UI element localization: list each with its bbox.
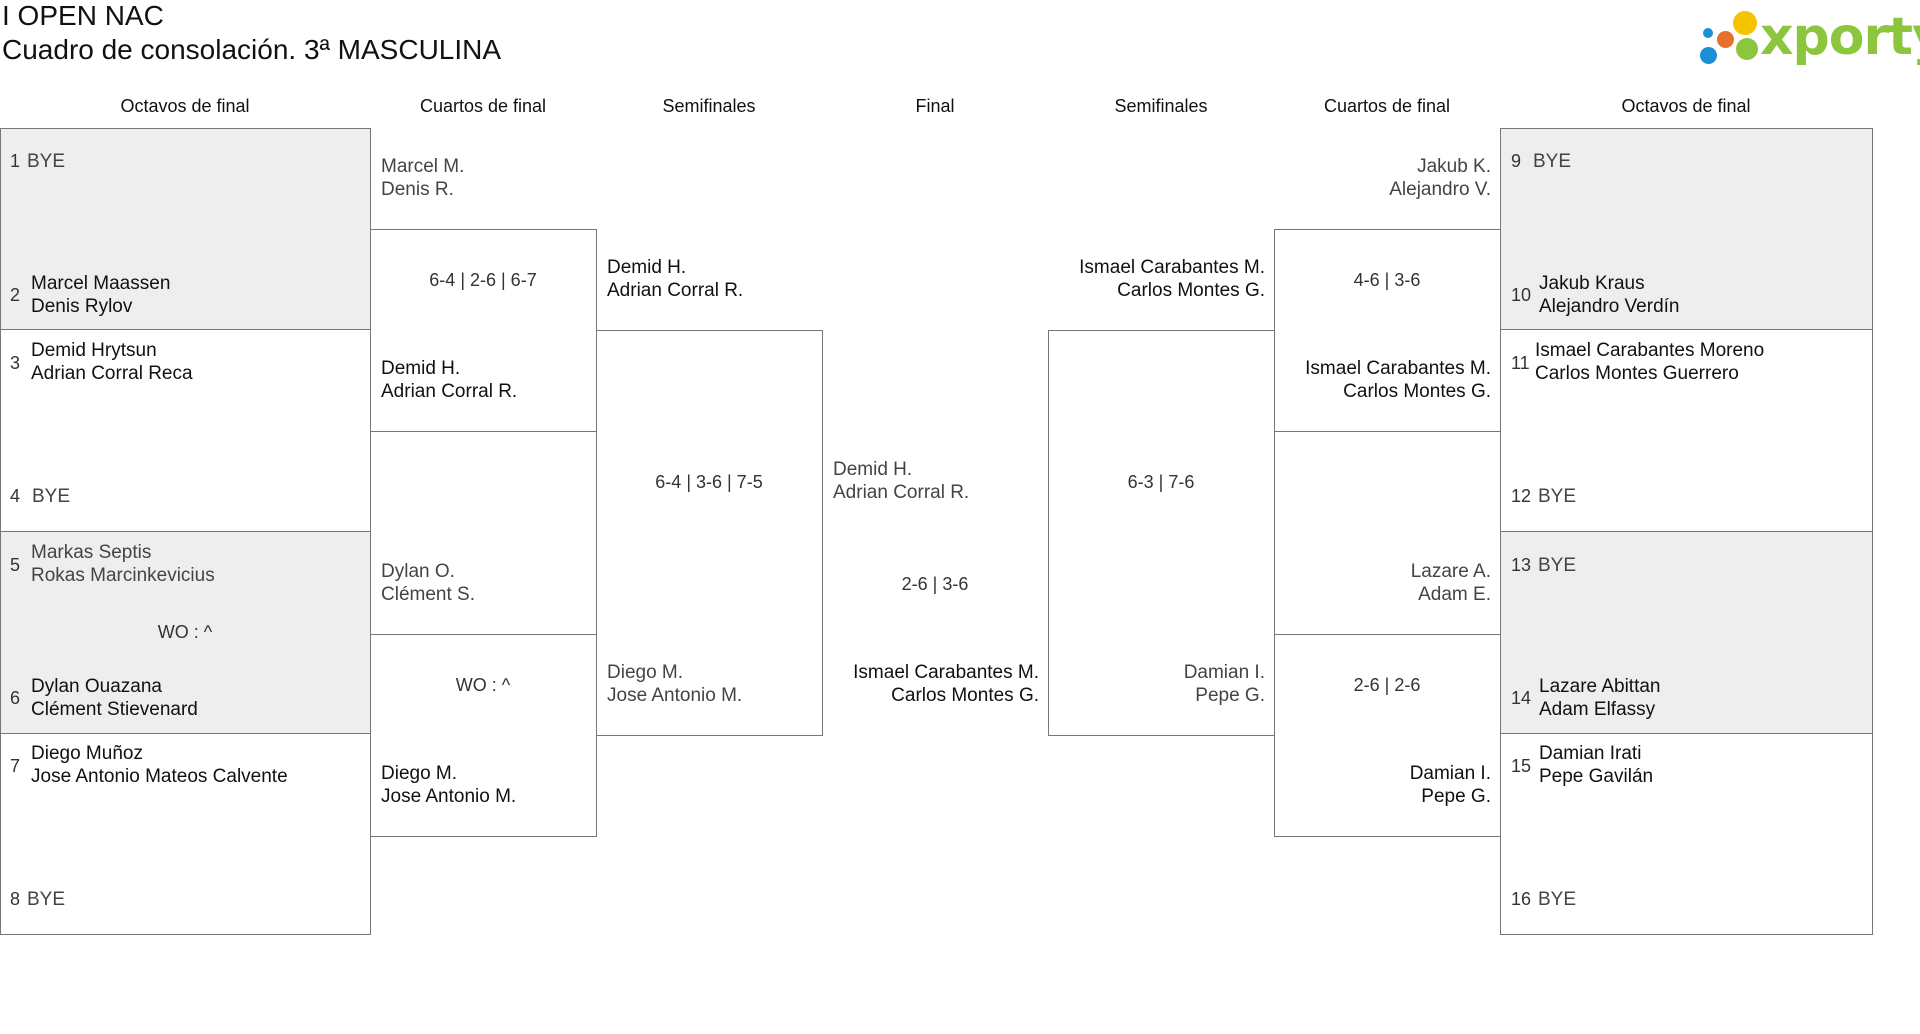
player-name: Jose Antonio M. bbox=[607, 685, 743, 706]
seed-number: 15 bbox=[1511, 756, 1532, 776]
player-name: Ismael Carabantes M. bbox=[853, 662, 1039, 683]
player-name: Clément S. bbox=[381, 584, 475, 605]
player-name: Diego Muñoz bbox=[31, 743, 143, 764]
player-name: BYE bbox=[1538, 889, 1577, 910]
seed-number: 14 bbox=[1511, 688, 1532, 708]
round-header-sf-right: Semifinales bbox=[1114, 96, 1208, 116]
logo-text: xporty bbox=[1760, 7, 1920, 67]
logo-dot-yellow bbox=[1733, 11, 1757, 35]
player-name: Carlos Montes G. bbox=[1343, 381, 1491, 402]
logo-dot-blue-small bbox=[1703, 28, 1713, 38]
player-name: Ismael Carabantes Moreno bbox=[1535, 340, 1765, 361]
round-header-qf-left: Cuartos de final bbox=[419, 96, 547, 116]
seed-number: 3 bbox=[10, 353, 21, 373]
player-name: Dylan Ouazana bbox=[31, 676, 162, 697]
seed-number: 1 bbox=[10, 151, 21, 171]
player-name: Carlos Montes Guerrero bbox=[1535, 363, 1739, 384]
seed-number: 7 bbox=[10, 756, 21, 776]
seed-number: 5 bbox=[10, 555, 21, 575]
player-name: Ismael Carabantes M. bbox=[1079, 257, 1265, 278]
match-score: 6-3 | 7-6 bbox=[1127, 472, 1195, 492]
player-name: Denis R. bbox=[381, 179, 454, 200]
sf-match-right[interactable] bbox=[1048, 330, 1275, 736]
seed-number: 10 bbox=[1511, 285, 1532, 305]
player-name: Adam E. bbox=[1418, 584, 1491, 605]
seed-number: 13 bbox=[1511, 555, 1532, 575]
player-name: Adrian Corral R. bbox=[381, 381, 518, 402]
round-header-final: Final bbox=[915, 96, 955, 116]
round-header-r16-right: Octavos de final bbox=[1621, 96, 1751, 116]
player-name: Marcel M. bbox=[381, 156, 465, 177]
player-name: Pepe G. bbox=[1421, 786, 1491, 807]
player-name: Pepe G. bbox=[1195, 685, 1265, 706]
player-name: Clément Stievenard bbox=[31, 699, 198, 720]
final-score: 2-6 | 3-6 bbox=[901, 574, 969, 594]
player-name: Damian Irati bbox=[1539, 743, 1642, 764]
player-name: Jose Antonio M. bbox=[381, 786, 517, 807]
player-name: BYE bbox=[1538, 555, 1577, 576]
seed-number: 6 bbox=[10, 688, 21, 708]
match-score: 6-4 | 3-6 | 7-5 bbox=[655, 472, 763, 492]
match-score: 2-6 | 2-6 bbox=[1353, 675, 1421, 695]
tournament-title: I OPEN NAC bbox=[2, 0, 164, 31]
player-name: Pepe Gavilán bbox=[1539, 766, 1654, 787]
match-score: 4-6 | 3-6 bbox=[1353, 270, 1421, 290]
round-header-qf-right: Cuartos de final bbox=[1323, 96, 1451, 116]
seed-number: 12 bbox=[1511, 486, 1532, 506]
player-name: BYE bbox=[27, 151, 66, 172]
seed-number: 9 bbox=[1511, 151, 1522, 171]
player-name: BYE bbox=[1533, 151, 1572, 172]
match-score: WO : ^ bbox=[157, 622, 213, 642]
seed-number: 11 bbox=[1511, 353, 1530, 373]
r16-match-5[interactable] bbox=[1500, 128, 1873, 330]
round-header-r16-left: Octavos de final bbox=[120, 96, 250, 116]
player-name: BYE bbox=[1538, 486, 1577, 507]
player-name: BYE bbox=[32, 486, 71, 507]
logo-dot-blue bbox=[1700, 47, 1717, 64]
match-score: 6-4 | 2-6 | 6-7 bbox=[429, 270, 537, 290]
player-name: Marcel Maassen bbox=[31, 273, 171, 294]
xporty-logo[interactable]: xporty bbox=[1700, 5, 1920, 71]
player-name: Alejandro Verdín bbox=[1539, 296, 1680, 317]
player-name: Adam Elfassy bbox=[1539, 699, 1656, 720]
player-name: Demid Hrytsun bbox=[31, 340, 157, 361]
match-score: WO : ^ bbox=[455, 675, 511, 695]
player-name: BYE bbox=[27, 889, 66, 910]
r16-match-3[interactable] bbox=[0, 531, 371, 734]
player-name: Diego M. bbox=[607, 662, 684, 683]
player-name: Adrian Corral R. bbox=[833, 482, 970, 503]
seed-number: 2 bbox=[10, 285, 21, 305]
logo-dot-green bbox=[1736, 38, 1758, 60]
player-name: Carlos Montes G. bbox=[891, 685, 1039, 706]
player-name: Ismael Carabantes M. bbox=[1305, 358, 1491, 379]
seed-number: 16 bbox=[1511, 889, 1532, 909]
player-name: Demid H. bbox=[607, 257, 687, 278]
draw-subtitle: Cuadro de consolación. 3ª MASCULINA bbox=[2, 34, 502, 65]
player-name: Jose Antonio Mateos Calvente bbox=[31, 766, 288, 787]
seed-number: 8 bbox=[10, 889, 21, 909]
player-name: Carlos Montes G. bbox=[1117, 280, 1265, 301]
seed-number: 4 bbox=[10, 486, 21, 506]
player-name: Lazare A. bbox=[1410, 561, 1491, 582]
sf-match-left[interactable] bbox=[596, 330, 823, 736]
player-name: Adrian Corral R. bbox=[607, 280, 744, 301]
player-name: Rokas Marcinkevicius bbox=[31, 565, 215, 586]
player-name: Jakub Kraus bbox=[1539, 273, 1645, 294]
round-header-sf-left: Semifinales bbox=[662, 96, 756, 116]
player-name: Damian I. bbox=[1409, 763, 1491, 784]
r16-match-1[interactable] bbox=[0, 128, 371, 330]
r16-match-8[interactable] bbox=[1500, 733, 1873, 935]
player-name: Diego M. bbox=[381, 763, 458, 784]
player-name: Damian I. bbox=[1183, 662, 1265, 683]
player-name: Markas Septis bbox=[31, 542, 152, 563]
player-name: Adrian Corral Reca bbox=[31, 363, 193, 384]
logo-dot-orange bbox=[1717, 31, 1734, 48]
player-name: Dylan O. bbox=[381, 561, 455, 582]
player-name: Demid H. bbox=[381, 358, 461, 379]
player-name: Alejandro V. bbox=[1389, 179, 1491, 200]
player-name: Jakub K. bbox=[1417, 156, 1491, 177]
player-name: Demid H. bbox=[833, 459, 913, 480]
player-name: Lazare Abittan bbox=[1539, 676, 1661, 697]
player-name: Denis Rylov bbox=[31, 296, 133, 317]
